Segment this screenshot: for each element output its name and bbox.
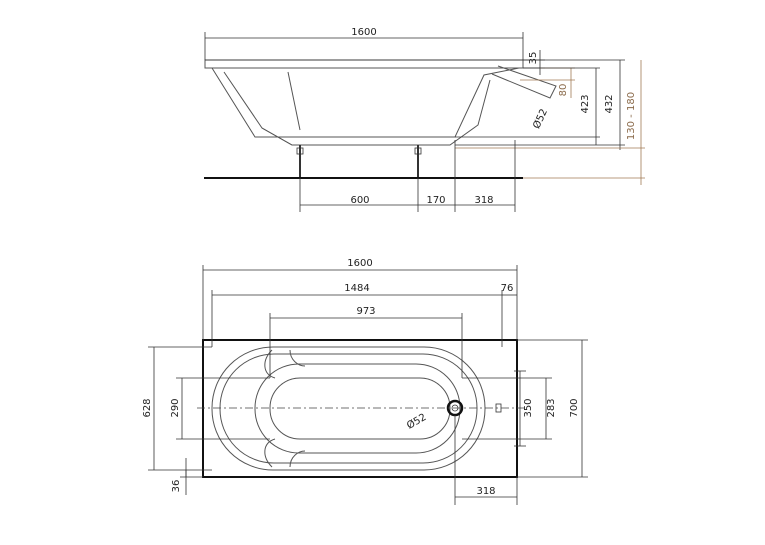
top-dim-bottom-width: 290 bbox=[170, 398, 181, 417]
top-dim-length: 1600 bbox=[347, 258, 372, 269]
side-view: 1600 35 80 Ø52 423 432 130 - 180 bbox=[204, 27, 645, 212]
top-dim-drain-area: 350 bbox=[523, 398, 534, 417]
top-tub-bottom bbox=[254, 363, 461, 454]
side-dim-overflow: 80 bbox=[558, 84, 569, 97]
side-dim-depth-total: 432 bbox=[604, 94, 615, 113]
top-dim-drain-offset: 318 bbox=[476, 486, 495, 497]
side-dim-leg-range: 130 - 180 bbox=[626, 92, 637, 140]
side-dim-length: 1600 bbox=[351, 27, 376, 38]
side-dim-depth-inner: 423 bbox=[580, 94, 591, 113]
side-dim-drain-offset: 318 bbox=[474, 195, 493, 206]
top-dim-width-total: 700 bbox=[569, 398, 580, 417]
overflow-pipe bbox=[491, 65, 557, 99]
side-dim-drain: Ø52 bbox=[530, 107, 550, 131]
top-outer-rim bbox=[202, 339, 518, 478]
top-dim-drain-width: 283 bbox=[546, 398, 557, 417]
top-dim-drain: Ø52 bbox=[405, 411, 429, 432]
side-rim bbox=[204, 59, 524, 69]
top-dim-rim-offset: 36 bbox=[171, 480, 182, 493]
side-dim-leg-drain: 170 bbox=[426, 195, 445, 206]
side-dim-rim: 35 bbox=[528, 52, 539, 65]
top-dim-bottom-length: 973 bbox=[356, 306, 375, 317]
side-dim-leg-spacing: 600 bbox=[350, 195, 369, 206]
top-dim-end-offset: 76 bbox=[501, 283, 514, 294]
top-dim-inner-length: 1484 bbox=[344, 283, 369, 294]
top-dim-inner-width: 628 bbox=[142, 398, 153, 417]
top-view: 1600 1484 76 973 Ø52 318 628 290 bbox=[142, 258, 588, 505]
top-tub-inner bbox=[211, 346, 486, 471]
side-tub-body bbox=[211, 67, 520, 138]
